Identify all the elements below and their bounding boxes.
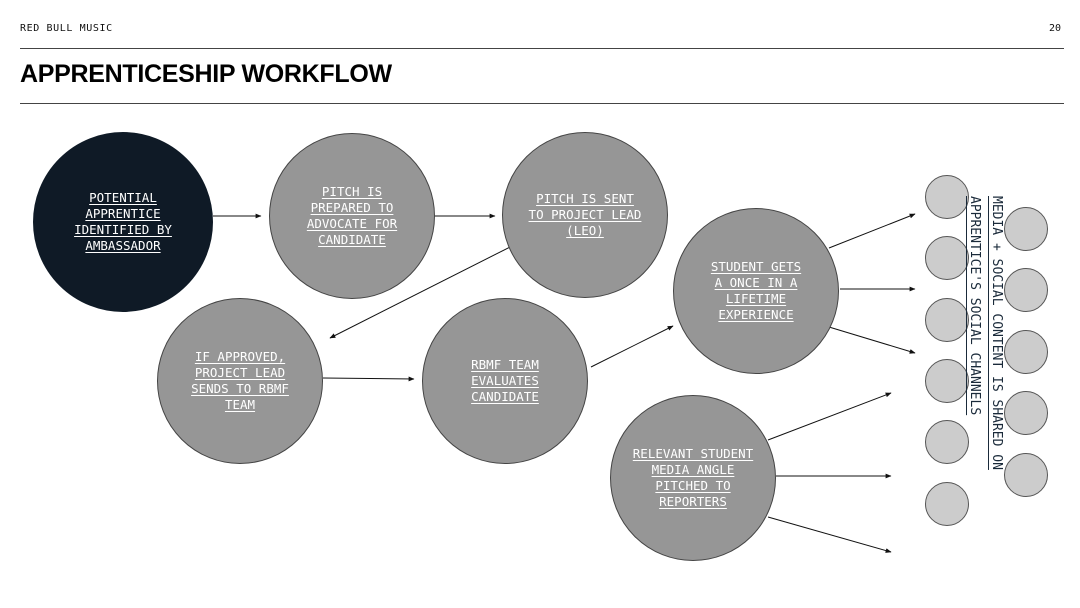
arrow-student-to-social-1 <box>828 213 916 249</box>
node-potential-apprentice: POTENTIAL APPRENTICE IDENTIFIED BY AMBAS… <box>33 132 213 312</box>
title-divider <box>20 103 1064 104</box>
arrow-media-to-social-1 <box>767 392 892 441</box>
node-label: RELEVANT STUDENT MEDIA ANGLE PITCHED TO … <box>632 446 754 509</box>
page-title: APPRENTICESHIP WORKFLOW <box>20 60 392 88</box>
social-channel-dot <box>1004 391 1048 435</box>
node-label: PITCH IS PREPARED TO ADVOCATE FOR CANDID… <box>306 184 398 247</box>
page-number: 20 <box>1048 23 1061 34</box>
arrow-sent-to-approved <box>329 245 513 339</box>
node-label: STUDENT GETS A ONCE IN A LIFETIME EXPERI… <box>710 259 802 322</box>
arrow-approved-to-rbmf <box>322 376 415 382</box>
brand-label: RED BULL MUSIC <box>20 23 113 34</box>
node-pitch-sent: PITCH IS SENT TO PROJECT LEAD (LEO) <box>502 132 668 298</box>
node-label: POTENTIAL APPRENTICE IDENTIFIED BY AMBAS… <box>74 190 172 253</box>
node-rbmf-evaluates: RBMF TEAM EVALUATES CANDIDATE <box>422 298 588 464</box>
social-channel-dot <box>925 175 969 219</box>
social-channel-dot <box>925 236 969 280</box>
social-channel-dot <box>1004 330 1048 374</box>
social-channel-dot <box>1004 268 1048 312</box>
header-divider <box>20 48 1064 49</box>
arrow-rbmf-to-student <box>590 325 674 368</box>
social-channel-dot <box>925 420 969 464</box>
social-channel-dot <box>925 298 969 342</box>
node-student-experience: STUDENT GETS A ONCE IN A LIFETIME EXPERI… <box>673 208 839 374</box>
node-label: IF APPROVED, PROJECT LEAD SENDS TO RBMF … <box>191 349 289 412</box>
social-channel-dot <box>1004 207 1048 251</box>
arrow-media-to-social-3 <box>767 516 892 553</box>
social-channel-dot <box>1004 453 1048 497</box>
node-label: RBMF TEAM EVALUATES CANDIDATE <box>471 357 539 404</box>
node-if-approved: IF APPROVED, PROJECT LEAD SENDS TO RBMF … <box>157 298 323 464</box>
social-channel-dot <box>925 482 969 526</box>
arrow-student-to-social-3 <box>828 326 916 354</box>
node-pitch-prepared: PITCH IS PREPARED TO ADVOCATE FOR CANDID… <box>269 133 435 299</box>
social-channel-dot <box>925 359 969 403</box>
node-label: PITCH IS SENT TO PROJECT LEAD (LEO) <box>528 191 642 238</box>
node-media-angle: RELEVANT STUDENT MEDIA ANGLE PITCHED TO … <box>610 395 776 561</box>
social-channels-label: MEDIA + SOCIAL CONTENT IS SHARED ON APPR… <box>967 196 1004 470</box>
